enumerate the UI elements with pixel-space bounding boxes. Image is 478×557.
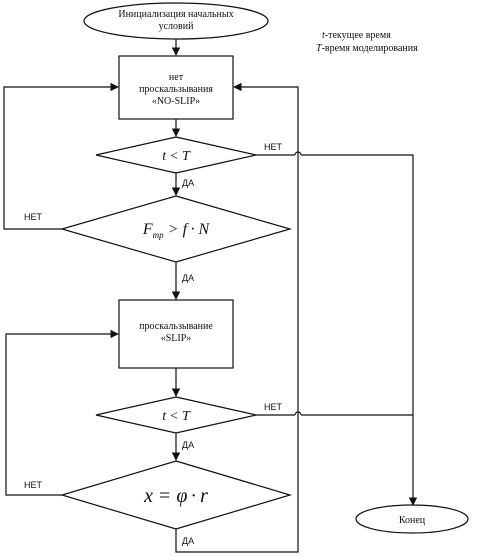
slip-label-line2: «SLIP» [161,333,192,344]
loop-position-yes-to-noslip [175,82,299,553]
cond2-yes-label: ДА [182,440,194,450]
friction-expression: Fтр>f·N [142,221,211,240]
cond1-no-line-b [301,154,418,506]
legend-t: t-текущее время [322,30,391,41]
legend-T: T-время моделирования [316,43,418,54]
loop-position-no-to-slip [5,329,119,496]
end-terminator [355,504,469,534]
cond1-expression: t<T [162,149,191,164]
position-expression: x=φ·r [143,485,208,507]
end-label: Конец [399,515,426,526]
cond1-yes-label: ДА [182,178,194,188]
noslip-label-line3: «NO-SLIP» [152,96,200,107]
start-label-line1: Инициализация начальных [118,9,233,20]
cond1-no-label: НЕТ [264,142,283,152]
cond1-no-line-hop [294,151,302,156]
friction-no-label: НЕТ [24,212,43,222]
cond2-expression: t<T [162,409,191,424]
position-no-label: НЕТ [24,480,43,490]
slip-label-line1: проскальзывание [139,321,213,332]
cond2-no-label: НЕТ [264,402,283,412]
noslip-label-line1: нет [169,72,184,83]
position-yes-label: ДА [182,536,194,546]
loop-friction-no-to-noslip [3,82,119,230]
start-label-line2: условий [159,21,195,32]
friction-yes-label: ДА [182,273,194,283]
noslip-label-line2: проскальзывания [139,84,213,95]
cond2-no-line-hop [294,411,302,416]
